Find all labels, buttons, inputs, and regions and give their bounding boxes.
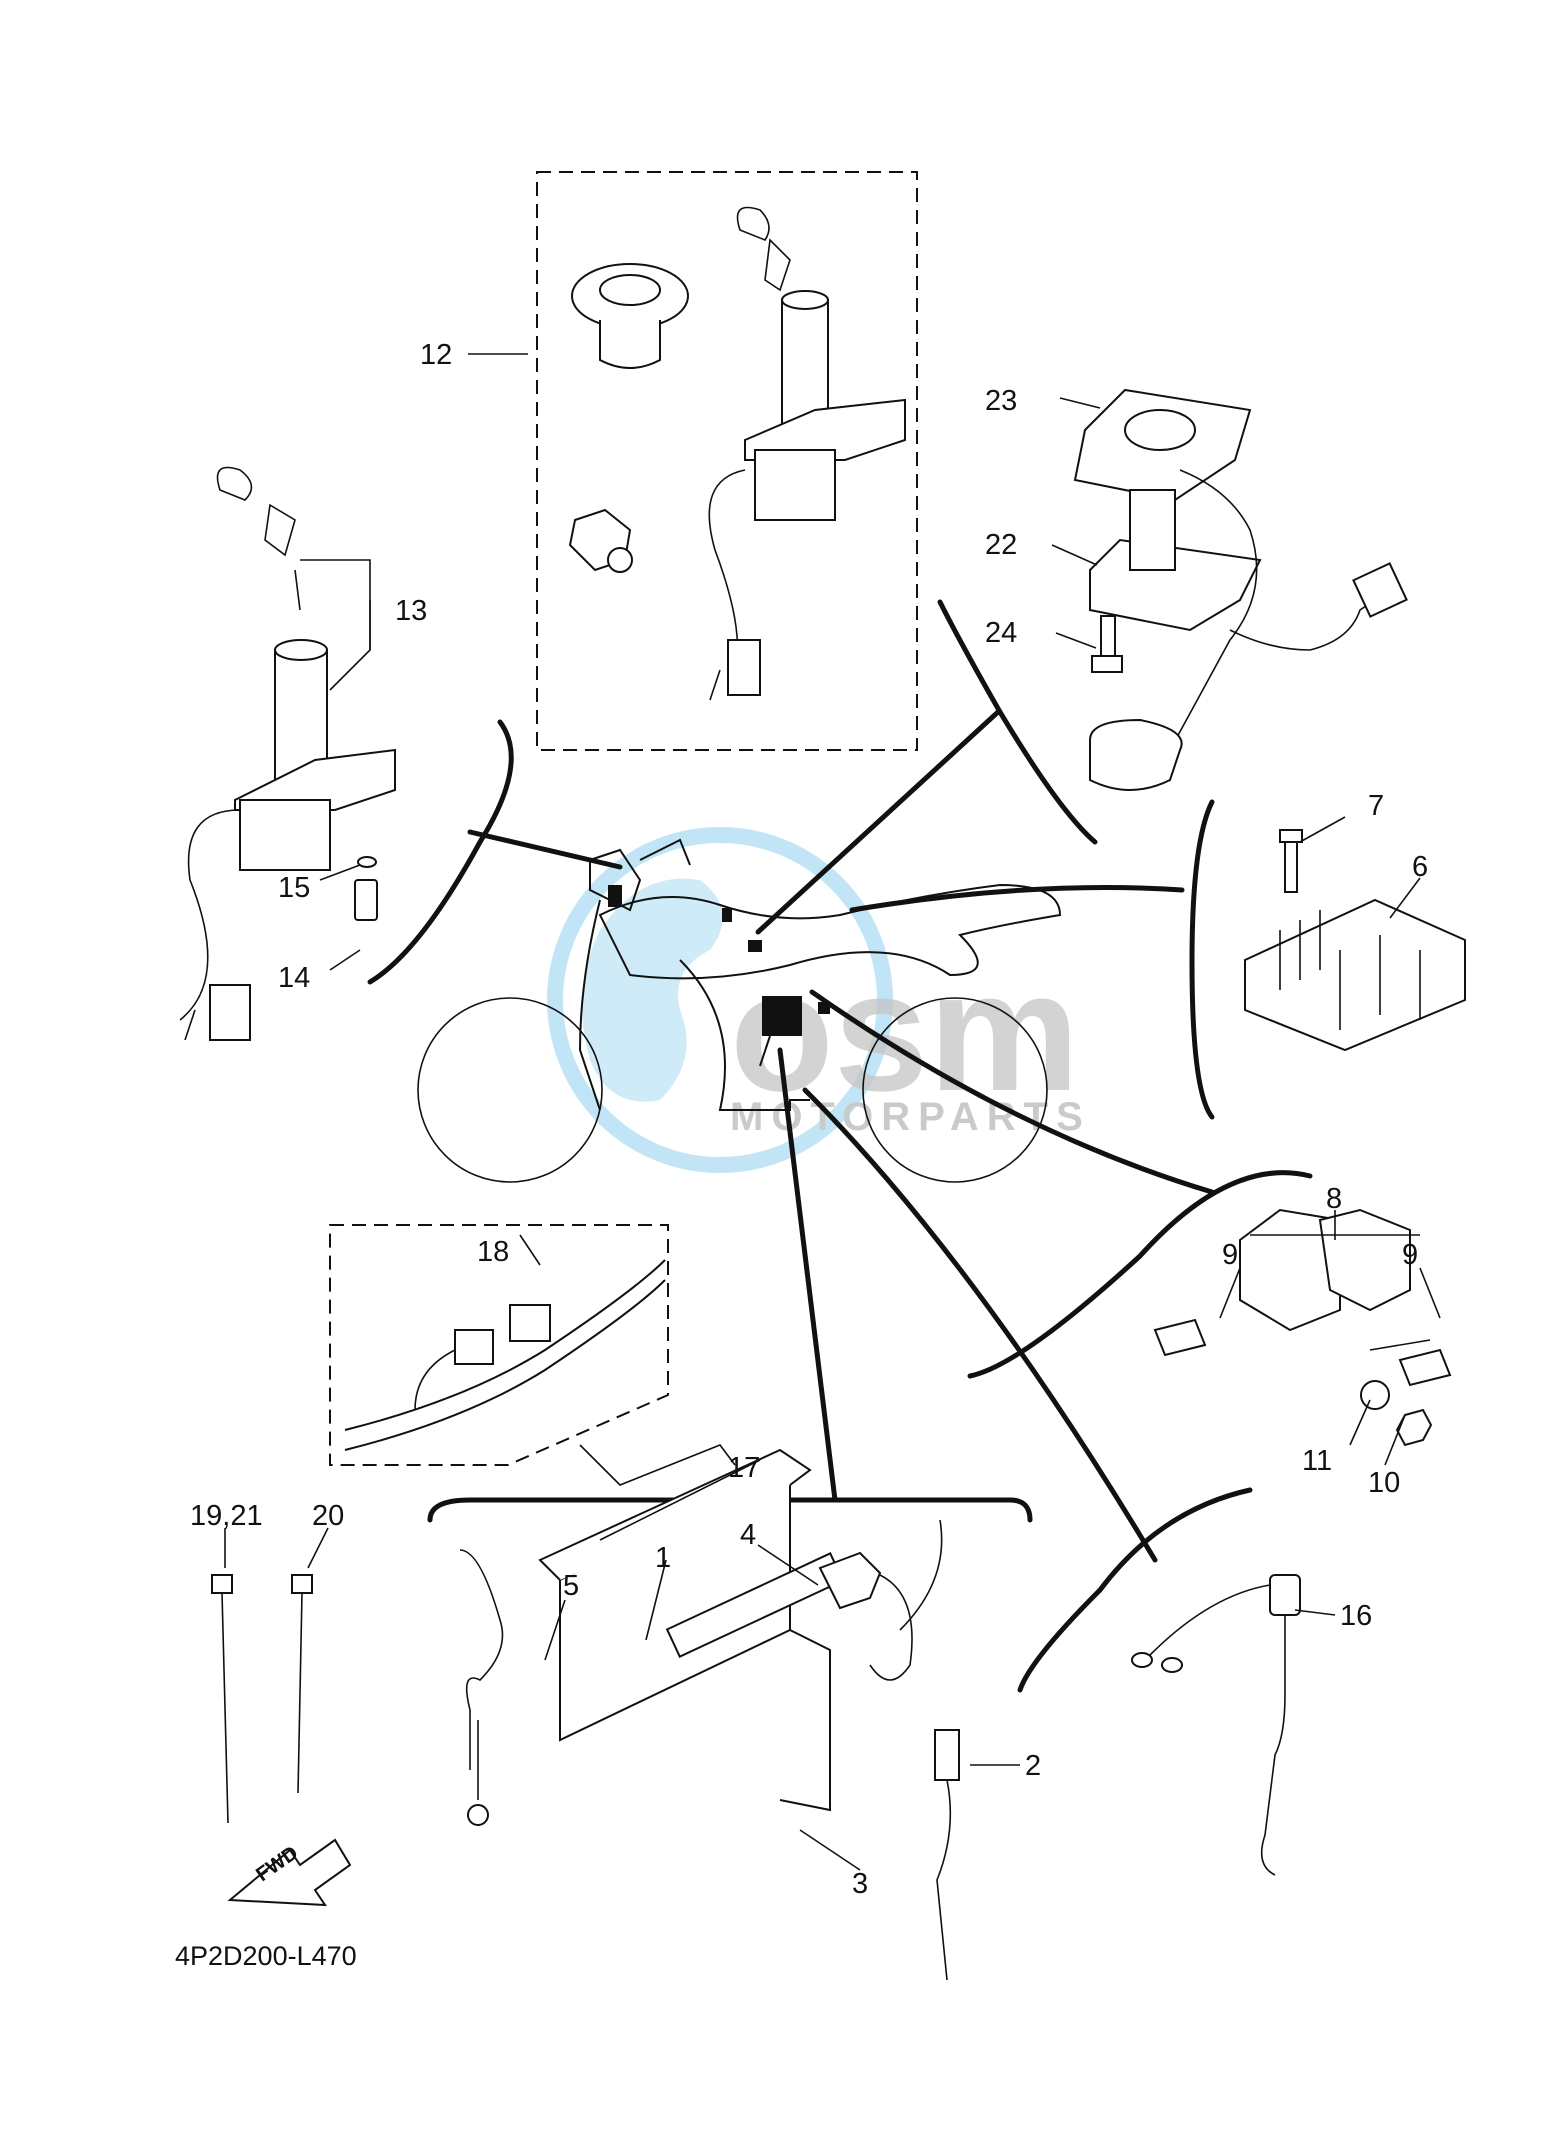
callout-labels: 1 2 3 4 5 6 7 8 9 9 10 11 12 13 14 15 16… [190, 339, 1428, 1900]
callout-2: 2 [1025, 1750, 1041, 1782]
callout-14: 14 [278, 962, 310, 994]
main-switch-13 [179, 466, 396, 1041]
fwd-arrow: FWD [227, 1838, 352, 1907]
callout-6: 6 [1412, 851, 1428, 883]
callout-19-21: 19,21 [190, 1500, 263, 1532]
callout-24: 24 [985, 617, 1017, 649]
group-18-box [329, 1224, 669, 1466]
callout-16: 16 [1340, 1600, 1372, 1632]
callout-1: 1 [655, 1542, 671, 1574]
watermark-globe [547, 827, 893, 1173]
switch-16-parts [1131, 1574, 1301, 1876]
callout-7: 7 [1368, 790, 1384, 822]
callout-9-right: 9 [1402, 1239, 1418, 1271]
motorcycle-outline [417, 838, 1062, 1183]
diagram-code: 4P2D200-L470 [175, 1941, 357, 1971]
callout-leaders [224, 353, 1441, 1871]
callout-17: 17 [728, 1452, 760, 1484]
watermark-continents [582, 878, 723, 1102]
group-leaders [367, 599, 1313, 1693]
group-18-parts [344, 1259, 666, 1451]
callout-3: 3 [852, 1868, 868, 1900]
callout-20: 20 [312, 1500, 344, 1532]
cable-parts [459, 1519, 960, 1981]
fuel-cap-lock [571, 263, 689, 369]
battery-parts [538, 1448, 845, 1812]
group-12-box [536, 171, 918, 751]
seat-lock-cylinder [568, 508, 633, 573]
callout-8: 8 [1326, 1183, 1342, 1215]
callout-15: 15 [278, 872, 310, 904]
callout-22: 22 [985, 529, 1017, 561]
rectifier-parts [1244, 829, 1466, 1052]
fuel-sender-parts [1073, 388, 1408, 791]
callout-9-left: 9 [1222, 1239, 1238, 1271]
callout-5: 5 [563, 1570, 579, 1602]
group-12-parts [568, 206, 906, 701]
main-switch-12 [708, 206, 906, 701]
cable-ties [211, 1574, 313, 1824]
callout-4: 4 [740, 1519, 756, 1551]
callout-11: 11 [1302, 1445, 1332, 1477]
callout-18: 18 [477, 1236, 509, 1268]
callout-23: 23 [985, 385, 1017, 417]
callout-10: 10 [1368, 1467, 1400, 1499]
callout-13: 13 [395, 595, 427, 627]
callout-12: 12 [420, 339, 452, 371]
